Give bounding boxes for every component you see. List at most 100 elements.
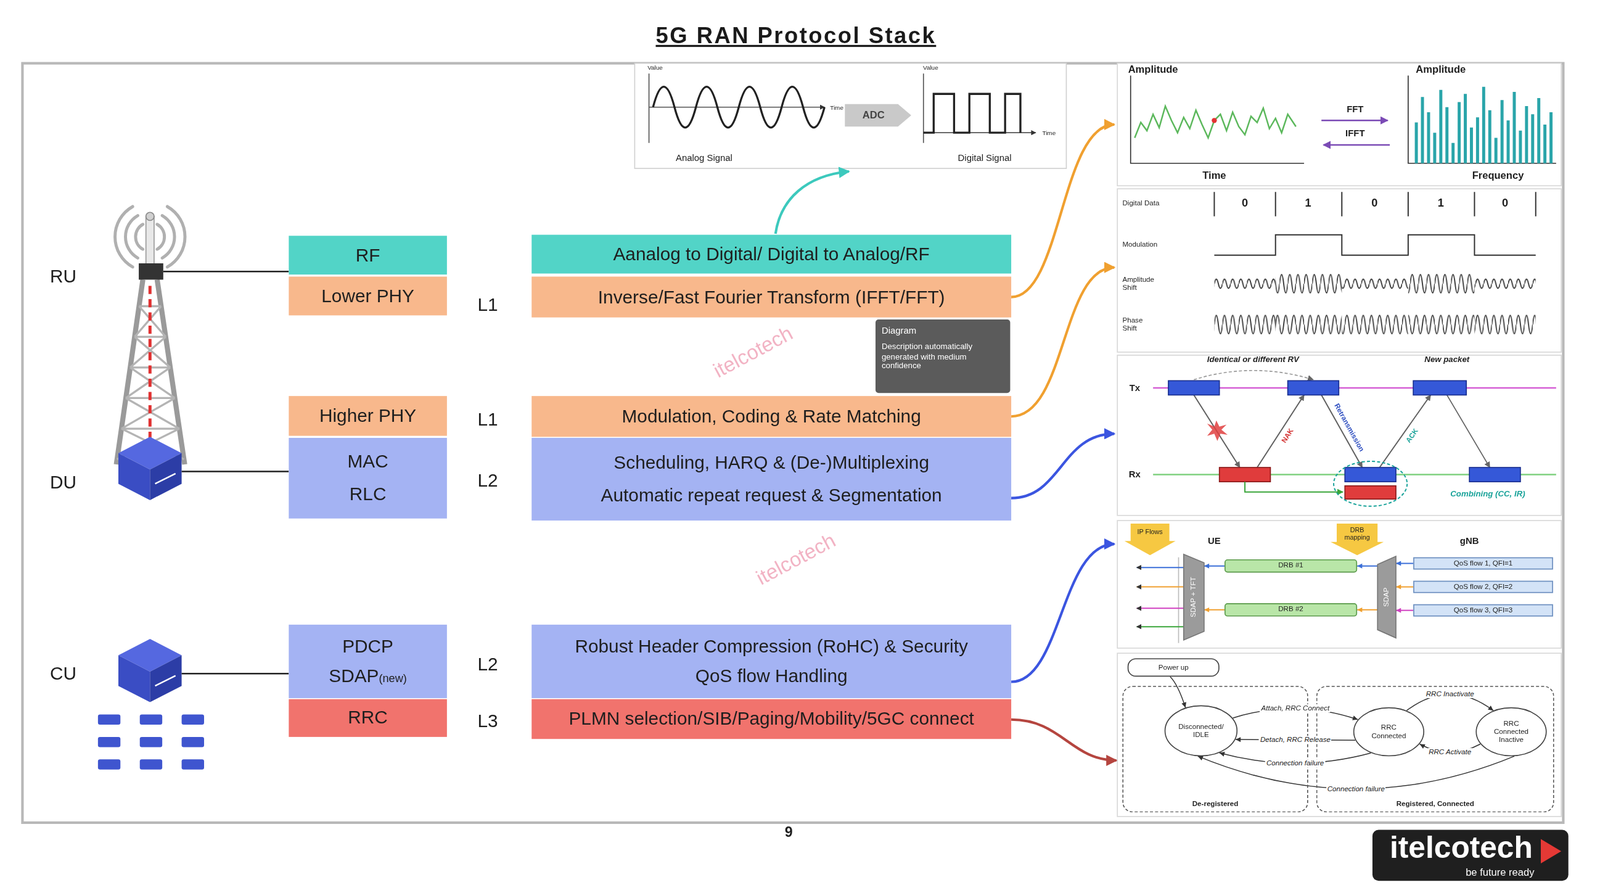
axis-label: Time [829, 104, 844, 112]
layer-number: L1 [477, 294, 499, 316]
arrowhead [1419, 743, 1426, 748]
sdap-illustration [1330, 523, 1384, 555]
modulation-illustration [1214, 268, 1276, 300]
box-label: DRB #2 [1278, 605, 1304, 614]
logo-badge [1540, 838, 1562, 864]
function-box: Inverse/Fast Fourier Transform (IFFT/FFT… [531, 276, 1012, 317]
text-row: Scheduling, HARQ & (De-)Multiplexing [613, 451, 930, 473]
watermark: itelcotech [709, 321, 797, 383]
box-label: SDAP [328, 665, 379, 687]
fft-illustration [1130, 75, 1557, 163]
harq-illustration [1379, 394, 1432, 468]
fft-illustration [1117, 63, 1562, 187]
box-label: Disconnected/ IDLE [1175, 722, 1227, 740]
text-row: QoS flow 3, QFI=3 [1453, 606, 1514, 615]
edge-label: RRC Activate [1427, 747, 1472, 756]
connector [1204, 563, 1225, 569]
harq-illustration [1168, 380, 1220, 395]
text-row: Inverse/Fast Fourier Transform (IFFT/FFT… [598, 286, 946, 308]
layer-box: PDCP SDAP(new) [288, 624, 448, 698]
edge-label: RRC Inactivate [1424, 689, 1475, 698]
box-label: Description automatically generated with… [881, 342, 1005, 371]
radio-tower [115, 206, 185, 465]
page-number: 9 [784, 823, 793, 840]
qos-flow-box: QoS flow 1, QFI=1 [1413, 557, 1554, 570]
cu-server-icon [181, 713, 205, 725]
row-label: Phase Shift [1122, 316, 1157, 333]
harq-illustration [1117, 355, 1562, 516]
box-label: Scheduling, HARQ & (De-)Multiplexing [613, 451, 930, 473]
text-row: SDAP + TFT [1173, 592, 1215, 601]
arrow-label: FFT [1346, 104, 1364, 115]
text-row: SDAP(new) [328, 665, 407, 687]
arrowhead [1181, 701, 1187, 708]
text-row: DRB #2 [1278, 605, 1304, 614]
cu-server-icon [98, 736, 121, 748]
text-row: QoS flow 1, QFI=1 [1453, 559, 1514, 568]
modulation-illustration [1408, 268, 1475, 300]
arrow-label: IP Flows [1137, 527, 1163, 536]
modulation-illustration [1117, 188, 1562, 353]
figure-note: Combining (CC, IR) [1450, 488, 1525, 499]
fft-illustration [1134, 106, 1296, 138]
sdap-illustration [1124, 523, 1176, 555]
layer-number: L2 [477, 469, 499, 491]
arrowhead [1357, 607, 1363, 613]
cu-server-icon [139, 736, 163, 748]
box-label: QoS flow 2, QFI=2 [1453, 582, 1514, 591]
modulation-illustration [1214, 308, 1276, 340]
edge-label: Connection failure [1326, 784, 1387, 793]
connector [1197, 755, 1515, 789]
harq-illustration [1344, 485, 1396, 500]
entity-label: gNB [1460, 535, 1480, 547]
box-label: Inverse/Fast Fourier Transform (IFFT/FFT… [598, 286, 946, 308]
box-label: PDCP [342, 635, 394, 657]
box-label: QoS flow Handling [695, 665, 848, 687]
sdap-illustration [1117, 520, 1562, 649]
connector [1170, 676, 1186, 708]
callout-arrow [1011, 433, 1115, 498]
harq-illustration [1257, 394, 1305, 468]
fft-illustration [1323, 144, 1391, 146]
harq-illustration [1219, 467, 1271, 482]
cu-server-icon [155, 675, 176, 687]
bit-value: 1 [1437, 196, 1445, 210]
text-row: RRC Connected Inactive [1485, 719, 1536, 745]
layer-number: L1 [477, 408, 499, 430]
modulation-illustration [1275, 308, 1343, 340]
text-row: Higher PHY [319, 405, 417, 427]
arrow-label: IFFT [1345, 128, 1365, 139]
row-label: Amplitude Shift [1122, 275, 1157, 293]
harq-illustration [1193, 394, 1490, 468]
fft-illustration [1416, 86, 1551, 164]
cu-server-icon [118, 654, 150, 702]
connector [1204, 607, 1225, 613]
harq-illustration [1344, 467, 1396, 482]
axis-label: Value [647, 64, 663, 72]
harq-illustration [1288, 380, 1340, 395]
sdap-illustration [1136, 625, 1184, 628]
radio-tower [146, 212, 155, 221]
modulation-illustration [1474, 308, 1536, 340]
cu-server-icon [98, 758, 121, 770]
callout-arrow [1011, 267, 1115, 417]
arrowhead [1204, 563, 1210, 569]
adc-illustration [652, 86, 825, 128]
layer-box: Higher PHY [288, 395, 448, 436]
unit-label: RU [49, 265, 77, 287]
box-label: Lower PHY [321, 285, 415, 307]
harq-illustration [1244, 481, 1343, 493]
layer-box: Lower PHY [288, 276, 448, 316]
modulation-illustration [1275, 268, 1343, 300]
tooltip-box: DiagramDescription automatically generat… [875, 319, 1010, 393]
du-server-icon [118, 436, 182, 501]
box-label: Power up [1158, 663, 1189, 672]
cu-server-icon [139, 713, 163, 725]
text-row: De-registered [1192, 799, 1239, 808]
modulation-illustration [1408, 308, 1475, 340]
connector [1357, 607, 1378, 613]
radio-tower [116, 279, 185, 465]
box-label: QoS flow 1, QFI=1 [1453, 559, 1514, 568]
layer-number: L3 [477, 710, 499, 732]
